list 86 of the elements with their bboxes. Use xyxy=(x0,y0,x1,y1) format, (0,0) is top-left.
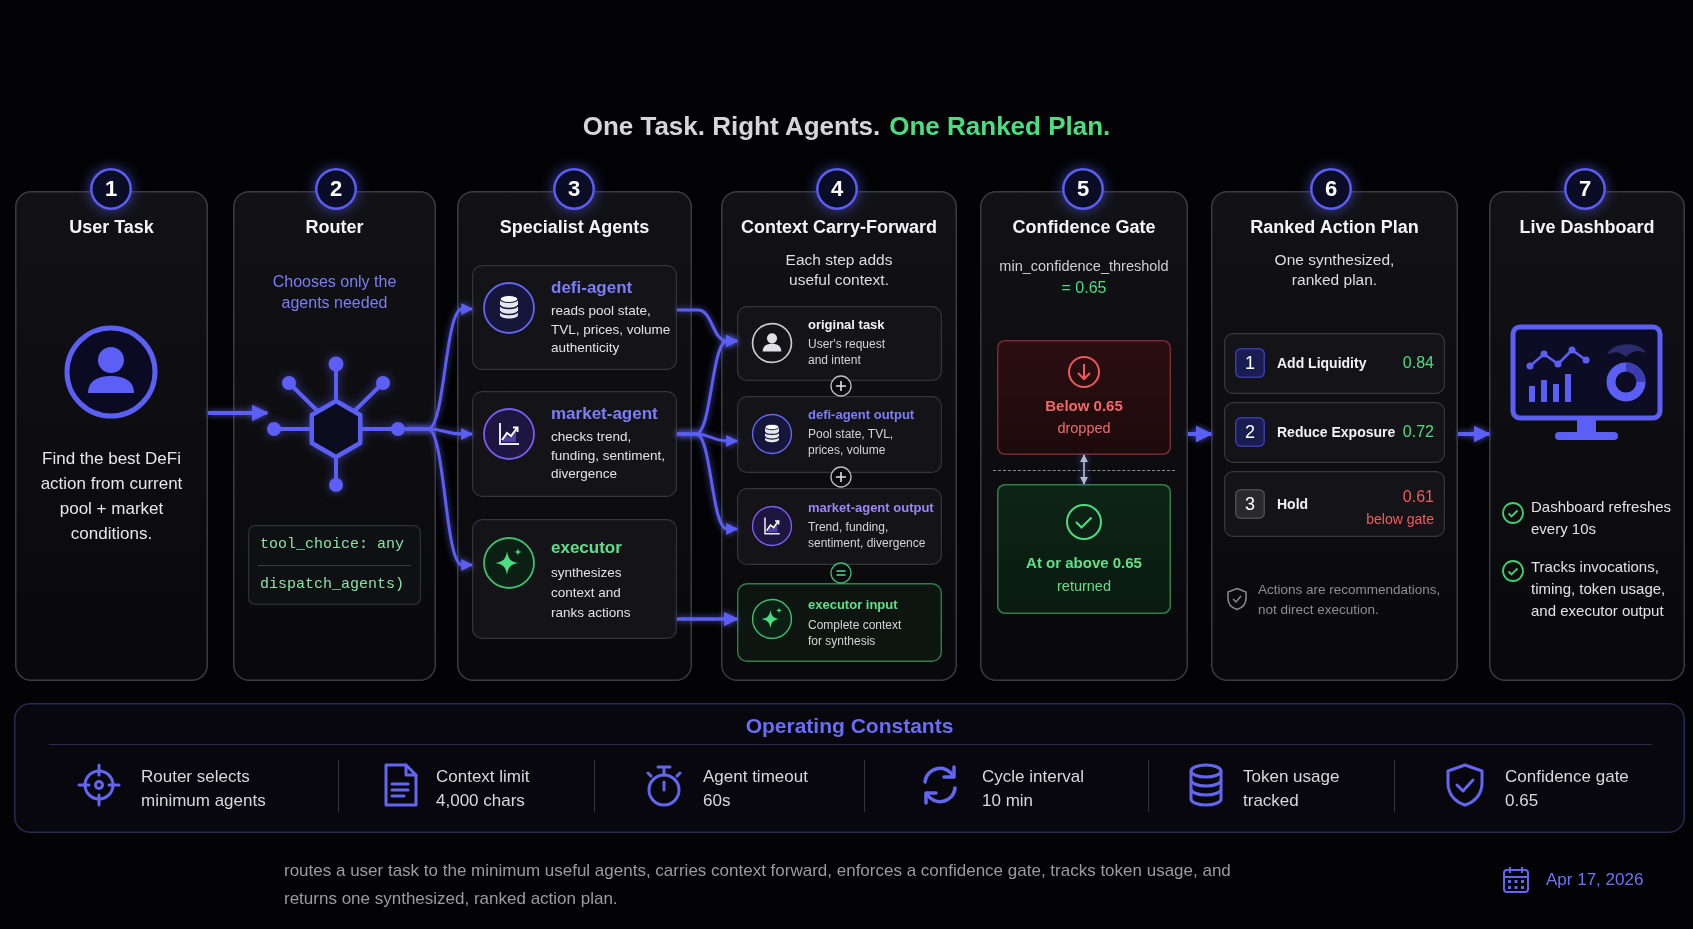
constant-item: Cycle interval 10 min xyxy=(982,766,1086,812)
agent-name: defi-agent xyxy=(551,277,633,298)
step-number: 2 xyxy=(315,168,357,210)
gate-note: below gate xyxy=(1366,510,1434,528)
step-number: 3 xyxy=(553,168,595,210)
context-card xyxy=(737,583,942,662)
context-card xyxy=(737,306,942,381)
step-title: Confidence Gate xyxy=(1012,216,1156,238)
threshold-name: min_confidence_threshold xyxy=(999,257,1169,275)
task-description: Find the best DeFi action from current pool + market conditions. xyxy=(39,448,184,545)
feature-note: Dashboard refreshes every 10s xyxy=(1531,497,1673,539)
agent-description: synthesizes context and ranks actions xyxy=(551,564,632,622)
context-title: market-agent output xyxy=(808,500,934,516)
code-line: tool_choice: any xyxy=(260,535,405,555)
arrow xyxy=(405,427,474,571)
arrow xyxy=(677,611,739,627)
feature-note: Tracks invocations, timing, token usage, and executor output xyxy=(1531,557,1667,621)
context-card xyxy=(737,488,942,565)
step-title: Live Dashboard xyxy=(1519,216,1655,238)
rank-number: 2 xyxy=(1235,417,1265,447)
constant-item: Agent timeout 60s xyxy=(703,766,809,812)
confidence-score: 0.72 xyxy=(1402,422,1434,442)
step-title: Ranked Action Plan xyxy=(1250,216,1419,238)
step-subtitle: Each step adds useful context. xyxy=(784,250,894,290)
code-line: dispatch_agents) xyxy=(260,575,405,595)
arrow xyxy=(677,432,739,535)
step-title: Specialist Agents xyxy=(499,216,650,238)
context-title: executor input xyxy=(808,597,898,613)
caption: routes a user task to the minimum useful agents, carries context forward, enforces a confidence gate, tracks token usage, and returns one synthesized, ranked action plan. xyxy=(284,860,1232,910)
gate-result-card xyxy=(997,484,1171,614)
context-title: original task xyxy=(808,317,885,333)
constant-item: Confidence gate 0.65 xyxy=(1505,766,1630,812)
gate-outcome: returned xyxy=(1057,577,1111,596)
confidence-score: 0.84 xyxy=(1402,353,1434,373)
arrow xyxy=(1188,425,1213,443)
action-card xyxy=(1224,471,1445,537)
context-title: defi-agent output xyxy=(808,407,915,423)
agent-card xyxy=(472,391,677,497)
step-title: Router xyxy=(305,216,364,238)
tagline: One Task. Right Agents. xyxy=(582,110,881,142)
rank-number: 1 xyxy=(1235,348,1265,378)
action-name: Hold xyxy=(1277,495,1309,513)
agent-description: reads pool state, TVL, prices, volume authenticity xyxy=(551,302,672,357)
action-card xyxy=(1224,333,1445,394)
gate-result-card xyxy=(997,340,1171,455)
gate-status: Below 0.65 xyxy=(1045,396,1123,415)
context-description: Trend, funding, sentiment, divergence xyxy=(808,519,927,551)
gate-outcome: dropped xyxy=(1057,419,1111,438)
threshold-value: = 0.65 xyxy=(1061,278,1107,298)
context-description: Pool state, TVL, prices, volume xyxy=(808,426,895,458)
section-heading: Operating Constants xyxy=(745,713,954,739)
step-number: 6 xyxy=(1310,168,1352,210)
action-name: Reduce Exposure xyxy=(1277,423,1396,441)
constant-item: Token usage tracked xyxy=(1243,766,1341,812)
date-label: Apr 17, 2026 xyxy=(1546,869,1644,891)
agent-card xyxy=(472,519,677,639)
agent-name: market-agent xyxy=(551,403,658,424)
context-description: User's request and intent xyxy=(808,336,886,368)
action-name: Add Liquidity xyxy=(1277,354,1367,372)
gate-status: At or above 0.65 xyxy=(1026,553,1142,572)
agent-description: checks trend, funding, sentiment, divergence xyxy=(551,428,667,483)
network-hub-icon xyxy=(267,356,405,492)
step-title: User Task xyxy=(69,216,154,238)
step-subtitle: One synthesized, ranked plan. xyxy=(1273,250,1396,290)
agent-name: executor xyxy=(551,537,622,558)
disclaimer-note: Actions are recommendations, not direct execution. xyxy=(1258,581,1442,619)
arrow xyxy=(1458,425,1491,443)
arrow xyxy=(208,404,269,422)
constant-item: Router selects minimum agents xyxy=(141,766,267,812)
context-description: Complete context for synthesis xyxy=(808,617,903,649)
rank-number: 3 xyxy=(1235,489,1265,519)
step-title: Context Carry-Forward xyxy=(741,216,937,238)
router-description: Chooses only the agents needed xyxy=(271,272,398,313)
code-block xyxy=(248,525,421,605)
confidence-score: 0.61 xyxy=(1402,487,1434,507)
agent-card xyxy=(472,265,677,370)
constant-item: Context limit 4,000 chars xyxy=(436,766,531,812)
step-number: 7 xyxy=(1564,168,1606,210)
double-arrow xyxy=(1080,454,1088,485)
context-card xyxy=(737,396,942,473)
action-card xyxy=(1224,402,1445,463)
step-number: 4 xyxy=(816,168,858,210)
step-number: 5 xyxy=(1062,168,1104,210)
step-number: 1 xyxy=(90,168,132,210)
tagline: One Ranked Plan. xyxy=(889,110,1111,142)
constants-panel xyxy=(14,703,1685,833)
